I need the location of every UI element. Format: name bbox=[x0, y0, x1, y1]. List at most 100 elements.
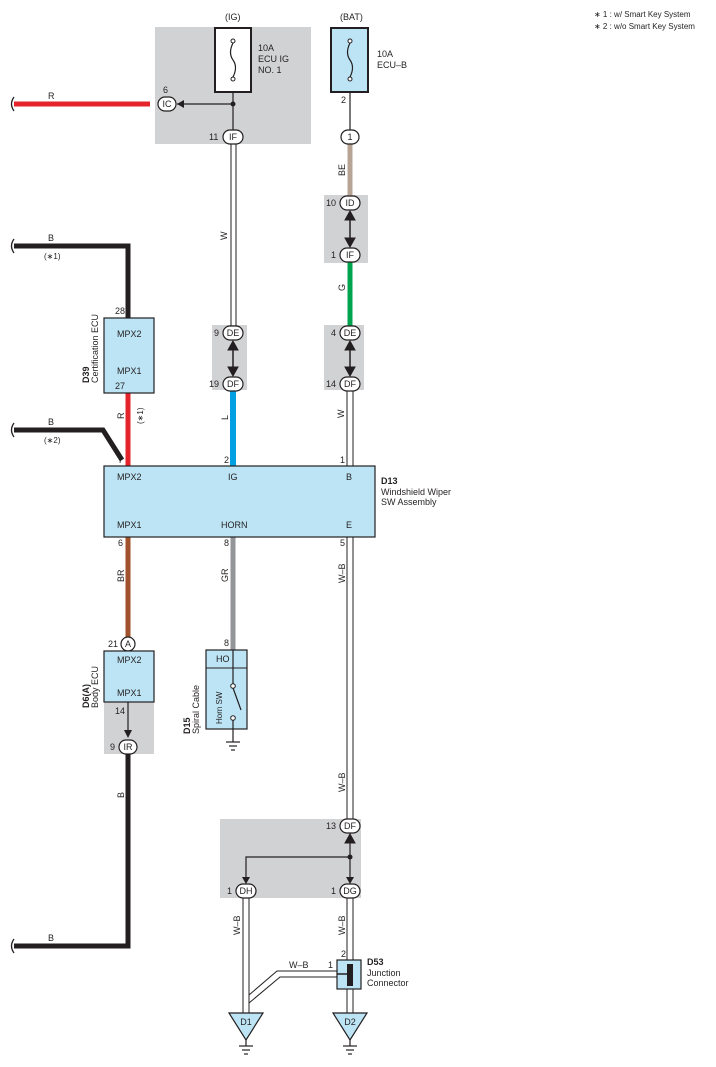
svg-text:19: 19 bbox=[209, 379, 219, 389]
svg-text:B: B bbox=[346, 472, 352, 482]
note-no-smart-key: ∗ 2 : w/o Smart Key System bbox=[594, 22, 695, 31]
connector-id: ID 10 bbox=[326, 195, 361, 211]
wire-label-w1: W bbox=[219, 231, 229, 240]
wire-label-wb3: W–B bbox=[232, 915, 242, 935]
d39-name: Certification ECU bbox=[90, 314, 100, 383]
fuse-ig-name2: NO. 1 bbox=[258, 65, 282, 75]
fuse-b-rating: 10A bbox=[377, 49, 393, 59]
svg-text:2: 2 bbox=[341, 949, 346, 959]
svg-text:D1: D1 bbox=[240, 1017, 252, 1027]
wire-label-r2: R bbox=[116, 412, 126, 419]
wire-break-marks bbox=[10, 96, 15, 954]
svg-text:6: 6 bbox=[118, 538, 123, 548]
wire-label-be: BE bbox=[337, 164, 347, 176]
svg-text:MPX2: MPX2 bbox=[117, 655, 142, 665]
d39-id: D39 bbox=[81, 366, 91, 383]
svg-text:DF: DF bbox=[344, 379, 356, 389]
wire-label-star2: (∗2) bbox=[44, 436, 61, 445]
svg-text:DF: DF bbox=[344, 821, 356, 831]
wire-label-wb4: W–B bbox=[337, 915, 347, 935]
connector-de-left: DE 9 bbox=[214, 325, 244, 341]
svg-text:8: 8 bbox=[224, 638, 229, 648]
svg-text:MPX1: MPX1 bbox=[117, 688, 142, 698]
wire-label-w2: W bbox=[336, 409, 346, 418]
svg-text:IF: IF bbox=[346, 250, 355, 260]
svg-text:DG: DG bbox=[343, 886, 357, 896]
d15-ground-symbol bbox=[226, 741, 240, 751]
fuse-ig-name1: ECU IG bbox=[258, 54, 289, 64]
wire-label-wb2: W–B bbox=[337, 772, 347, 792]
svg-text:DH: DH bbox=[240, 886, 253, 896]
svg-text:MPX1: MPX1 bbox=[117, 366, 142, 376]
wire-label-b3: B bbox=[48, 933, 54, 943]
svg-text:MPX2: MPX2 bbox=[117, 329, 142, 339]
wire-label-br: BR bbox=[116, 569, 126, 582]
connector-1-bat: 1 2 bbox=[340, 95, 360, 145]
svg-text:HO: HO bbox=[216, 654, 230, 664]
connector-df-bottom: DF 13 bbox=[326, 818, 361, 834]
wire-label-r: R bbox=[48, 91, 55, 101]
svg-text:Horn SW: Horn SW bbox=[215, 691, 224, 724]
svg-text:7: 7 bbox=[118, 455, 123, 465]
connector-ic: IC 6 bbox=[157, 85, 177, 112]
svg-text:1: 1 bbox=[331, 250, 336, 260]
wire-label-wb5: W–B bbox=[289, 960, 309, 970]
ground-d1: D1 bbox=[227, 1012, 265, 1055]
connector-if-bat: IF 1 bbox=[331, 247, 361, 263]
svg-text:A: A bbox=[125, 639, 131, 649]
d6-body-ecu: MPX2 MPX1 14 D6(A) Body ECU bbox=[81, 650, 155, 738]
wires bbox=[14, 92, 354, 1013]
d13-name2: SW Assembly bbox=[381, 497, 437, 507]
wire-b-smartkey bbox=[14, 243, 131, 318]
junction-arrows bbox=[227, 209, 356, 844]
svg-text:6: 6 bbox=[163, 85, 168, 95]
wire-labels: R B (∗1) B (∗2) B W BE G R (∗1) L W BR G… bbox=[44, 91, 347, 970]
wire-label-star1: (∗1) bbox=[44, 252, 61, 261]
connectors: IC 6 IF 11 1 2 ID 10 IF 1 DE 9 bbox=[108, 85, 361, 899]
fuse-ecu-b: 10A ECU–B bbox=[330, 27, 407, 93]
connector-dg: DG 1 bbox=[331, 883, 361, 899]
svg-text:E: E bbox=[346, 520, 352, 530]
d39-certification-ecu: MPX2 MPX1 28 27 D39 Certification ECU bbox=[81, 306, 155, 394]
bat-source-label: (BAT) bbox=[340, 12, 363, 22]
svg-text:9: 9 bbox=[110, 742, 115, 752]
wire-label-star1b: (∗1) bbox=[136, 407, 145, 424]
svg-text:21: 21 bbox=[108, 639, 118, 649]
ground-d2: D2 bbox=[331, 1012, 369, 1055]
d53-junction-connector: 2 1 D53 Junction Connector bbox=[328, 949, 409, 990]
wire-label-b1: B bbox=[48, 233, 54, 243]
wire-label-wb1: W–B bbox=[337, 563, 347, 583]
svg-text:ID: ID bbox=[346, 198, 356, 208]
wire-label-g: G bbox=[337, 284, 347, 291]
svg-text:9: 9 bbox=[214, 328, 219, 338]
fuse-ig-rating: 10A bbox=[258, 43, 274, 53]
svg-text:DE: DE bbox=[344, 328, 357, 338]
svg-text:11: 11 bbox=[209, 132, 218, 142]
svg-text:2: 2 bbox=[341, 95, 346, 105]
svg-text:13: 13 bbox=[326, 821, 336, 831]
svg-text:10: 10 bbox=[326, 198, 336, 208]
svg-text:1: 1 bbox=[340, 455, 345, 465]
svg-text:MPX2: MPX2 bbox=[117, 472, 142, 482]
d6-name: Body ECU bbox=[90, 666, 100, 708]
d15-spiral-cable: HO 8 Horn SW D15 Spiral Cable bbox=[182, 638, 248, 742]
wire-b-no-smartkey bbox=[14, 427, 125, 462]
wire-label-b4: B bbox=[116, 792, 126, 798]
svg-text:1: 1 bbox=[331, 886, 336, 896]
wire-label-gr: GR bbox=[220, 568, 230, 582]
connector-dh: DH 1 bbox=[227, 883, 257, 899]
svg-text:14: 14 bbox=[326, 379, 336, 389]
svg-text:MPX1: MPX1 bbox=[117, 520, 142, 530]
wire-label-l: L bbox=[220, 415, 230, 420]
connector-ir: IR 9 bbox=[110, 739, 138, 755]
svg-text:1: 1 bbox=[227, 886, 232, 896]
connector-if-ig: IF 11 bbox=[209, 129, 244, 145]
d15-name: Spiral Cable bbox=[191, 685, 201, 734]
d15-id: D15 bbox=[182, 717, 192, 734]
svg-text:HORN: HORN bbox=[221, 520, 248, 530]
svg-text:27: 27 bbox=[115, 381, 125, 391]
svg-text:4: 4 bbox=[331, 328, 336, 338]
svg-text:IG: IG bbox=[228, 472, 238, 482]
d13-name1: Windshield Wiper bbox=[381, 487, 451, 497]
